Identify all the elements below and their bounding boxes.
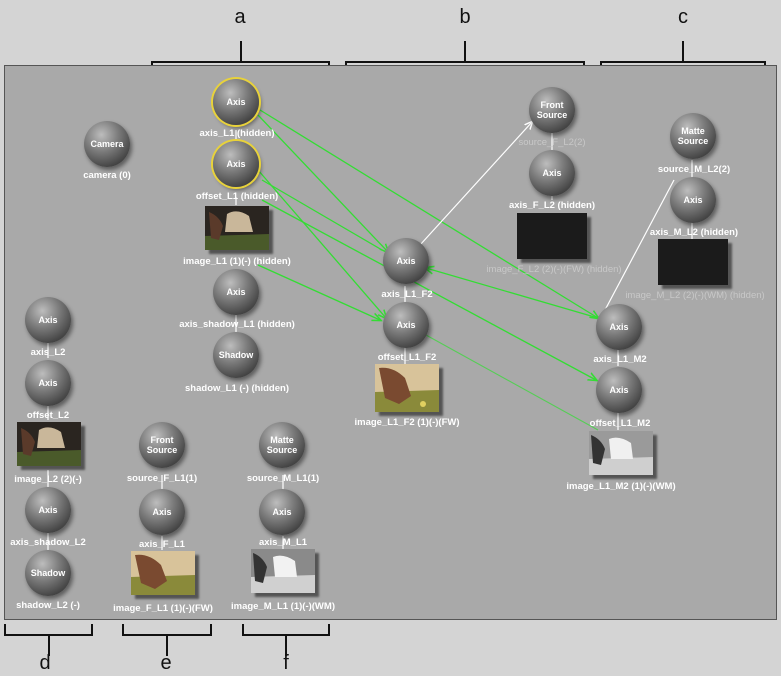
image-M-L2-label: image_M_L2 (2)(-)(WM) (hidden): [625, 290, 765, 301]
axis-L1-node[interactable]: Axis: [213, 79, 259, 125]
image-F-L2-thumbnail[interactable]: [517, 213, 587, 259]
shadow-L2-node[interactable]: Shadow: [25, 550, 71, 596]
link-offset-L1-to-axis-L1-F2: [261, 179, 383, 251]
shadow-L2-label: shadow_L2 (-): [16, 600, 80, 611]
source-M-L1-label: source_M_L1(1): [246, 473, 320, 484]
source-F-L1-label: source_F_L1(1): [126, 473, 198, 484]
image-F-L1-thumbnail[interactable]: [131, 551, 195, 595]
image-F-L2-label: image_F_L2 (2)(-)(FW) (hidden): [486, 264, 622, 275]
source-F-L2-label: source_F_L2(2): [518, 137, 586, 148]
link-axis-L1-M2-to-source-M-L2: [604, 179, 675, 311]
link-axis-L1-to-axis-L1-F2: [257, 114, 388, 252]
image-L2-thumbnail[interactable]: [17, 422, 81, 466]
link-axis-L1-M2-to-axis-L1-F2: [426, 268, 599, 319]
bracket-f: [242, 624, 330, 656]
source-F-L1-node[interactable]: Front Source: [139, 422, 185, 468]
offset-L1-F2-node[interactable]: Axis: [383, 302, 429, 348]
horse-image: [131, 551, 195, 595]
image-L2-label: image_L2 (2)(-): [14, 474, 82, 485]
link-offset-L1-F2-to-image: [425, 334, 599, 431]
source-M-L2-label: source_M_L2(2): [657, 164, 731, 175]
axis-M-L2-node[interactable]: Axis: [670, 177, 716, 223]
axis-shadow-L1-label: axis_shadow_L1 (hidden): [179, 319, 295, 330]
bracket-e: [122, 624, 212, 656]
axis-L1-M2-label: axis_L1_M2: [593, 354, 647, 365]
axis-L1-label: axis_L1 (hidden): [199, 128, 275, 139]
axis-L2-node[interactable]: Axis: [25, 297, 71, 343]
axis-L1-F2-label: axis_L1_F2: [381, 289, 433, 300]
offset-L2-label: offset_L2: [26, 410, 70, 421]
image-M-L1-label: image_M_L1 (1)(-)(WM): [231, 601, 335, 612]
axis-F-L1-label: axis_F_L1: [139, 539, 185, 550]
bracket-d: [4, 624, 93, 656]
horse-image: [375, 364, 439, 412]
axis-F-L2-label: axis_F_L2 (hidden): [508, 200, 596, 211]
bracket-label-d: d: [39, 652, 51, 674]
shadow-L1-node[interactable]: Shadow: [213, 332, 259, 378]
horse-image: [17, 422, 81, 466]
axis-F-L1-node[interactable]: Axis: [139, 489, 185, 535]
offset-L1-M2-label: offset_L1_M2: [589, 418, 651, 429]
horse-image-matte: [251, 549, 315, 593]
image-L1-M2-thumbnail[interactable]: [589, 431, 653, 475]
horse-image-matte: [589, 431, 653, 475]
axis-M-L2-label: axis_M_L2 (hidden): [649, 227, 739, 238]
bracket-label-e: e: [160, 652, 172, 674]
axis-L1-M2-node[interactable]: Axis: [596, 304, 642, 350]
link-axis-L1-F2-to-source-F-L2: [419, 122, 532, 246]
offset-L1-node[interactable]: Axis: [213, 141, 259, 187]
image-L1-thumbnail[interactable]: [205, 206, 269, 250]
link-offset-L1-to-offset-L1-M2: [261, 199, 596, 380]
camera-node[interactable]: Camera: [84, 121, 130, 167]
axis-M-L1-label: axis_M_L1: [258, 537, 308, 548]
axis-M-L1-node[interactable]: Axis: [259, 489, 305, 535]
image-F-L1-label: image_F_L1 (1)(-)(FW): [113, 603, 213, 614]
axis-shadow-L1-node[interactable]: Axis: [213, 269, 259, 315]
link-axis-shadow-L1-link: [257, 264, 380, 320]
source-M-L1-node[interactable]: Matte Source: [259, 422, 305, 468]
link-offset-L1-to-offset-L1-F2: [257, 169, 386, 318]
axis-shadow-L2-label: axis_shadow_L2: [10, 537, 86, 548]
link-axis-L1-to-axis-L1-M2: [259, 109, 598, 318]
bracket-label-f: f: [283, 652, 289, 674]
axis-shadow-L2-node[interactable]: Axis: [25, 487, 71, 533]
bracket-label-c: c: [678, 6, 688, 28]
bracket-label-b: b: [459, 6, 471, 28]
source-M-L2-node[interactable]: Matte Source: [670, 113, 716, 159]
offset-L1-M2-node[interactable]: Axis: [596, 367, 642, 413]
image-L1-label: image_L1 (1)(-) (hidden): [183, 256, 291, 267]
image-L1-F2-thumbnail[interactable]: [375, 364, 439, 412]
horse-image: [205, 206, 269, 250]
image-L1-F2-label: image_L1_F2 (1)(-)(FW): [354, 417, 460, 428]
offset-L2-node[interactable]: Axis: [25, 360, 71, 406]
axis-F-L2-node[interactable]: Axis: [529, 150, 575, 196]
image-M-L1-thumbnail[interactable]: [251, 549, 315, 593]
source-F-L2-node[interactable]: Front Source: [529, 87, 575, 133]
shadow-L1-label: shadow_L1 (-) (hidden): [185, 383, 289, 394]
offset-L1-F2-label: offset_L1_F2: [377, 352, 437, 363]
bracket-label-a: a: [234, 6, 246, 28]
image-L1-M2-label: image_L1_M2 (1)(-)(WM): [566, 481, 676, 492]
image-M-L2-thumbnail[interactable]: [658, 239, 728, 285]
camera-node-label: camera (0): [83, 170, 131, 181]
offset-L1-label: offset_L1 (hidden): [195, 191, 279, 202]
axis-L2-label: axis_L2: [30, 347, 66, 358]
axis-L1-F2-node[interactable]: Axis: [383, 238, 429, 284]
